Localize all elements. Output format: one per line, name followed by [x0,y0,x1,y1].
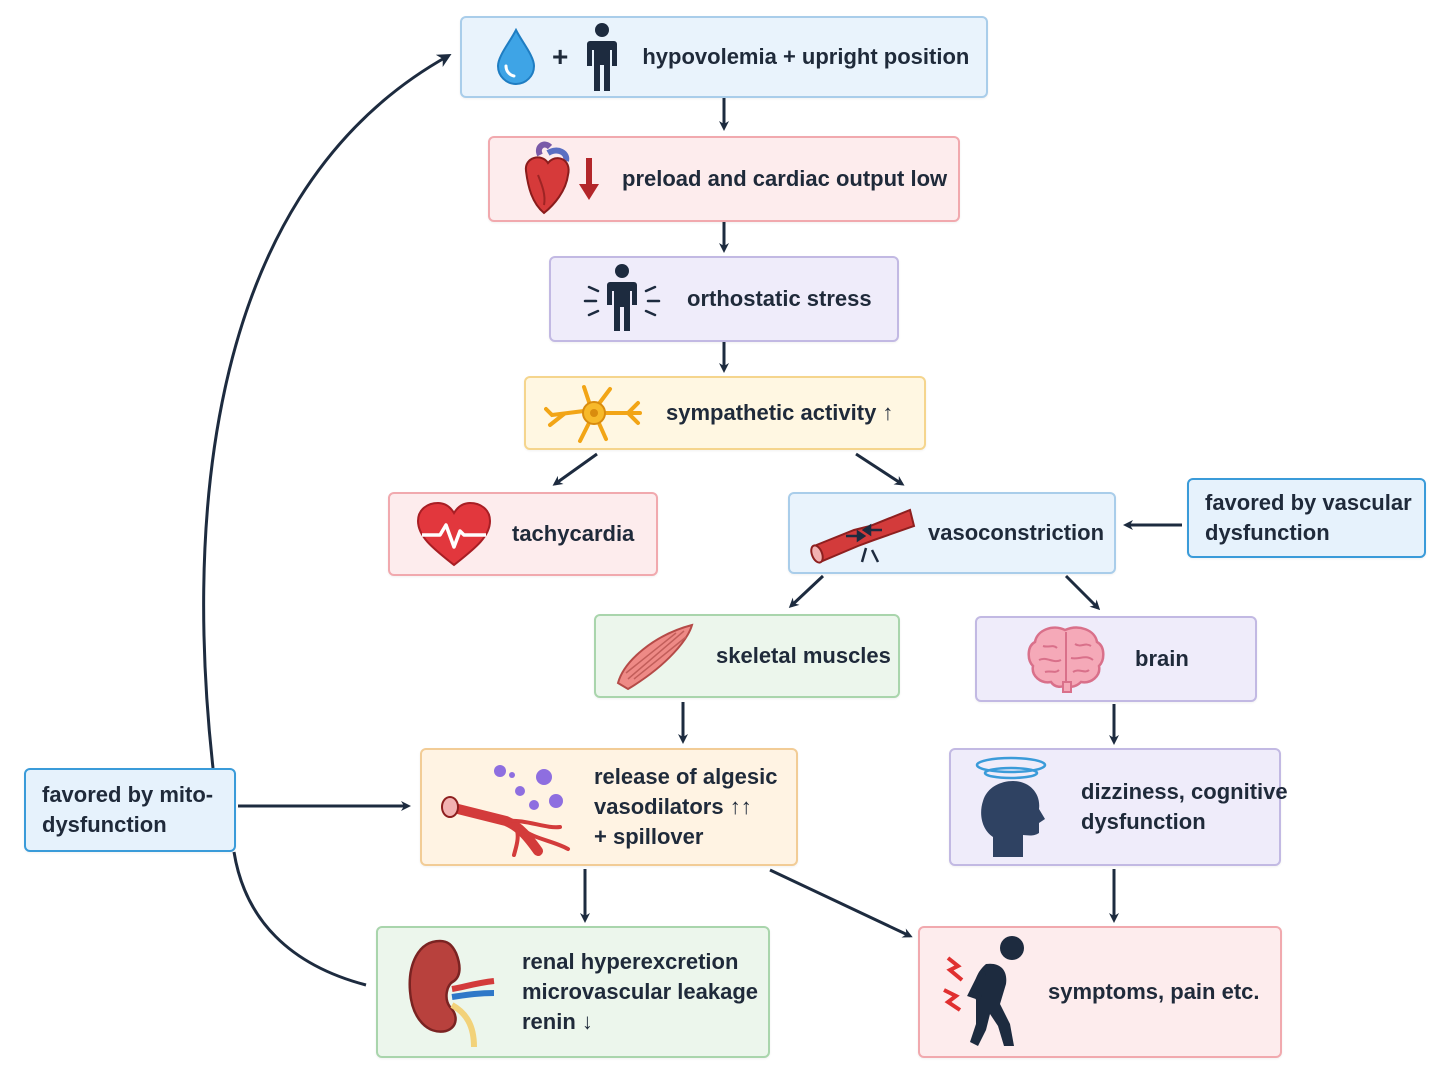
node-dizziness-line2: dysfunction [1081,809,1206,834]
note-vascular-line2: dysfunction [1205,520,1330,545]
brain-icon [1025,624,1107,694]
plus-sign: + [552,41,569,72]
node-orthostatic-label: orthostatic stress [687,286,872,311]
arrow-renal-mito [232,851,367,987]
node-dizziness-text: dizziness, cognitive dysfunction [1081,777,1288,837]
node-renal-text: renal hyperexcretion microvascular leaka… [522,947,758,1037]
node-skeletal-muscles-label: skeletal muscles [716,643,891,668]
node-release-text: release of algesic vasodilators ↑↑ + spi… [594,762,777,852]
node-hypovolemia: + hypovolemia + upright position [460,16,988,98]
node-renal-line3: renin ↓ [522,1009,593,1034]
node-renal: renal hyperexcretion microvascular leaka… [376,926,770,1058]
node-hypovolemia-label: hypovolemia + upright position [642,44,970,69]
heartbeat-icon [416,501,492,567]
node-tachycardia: tachycardia [388,492,658,576]
arrow-sympathetic-vasoconstriction [855,452,905,486]
note-mito-line1: favored by mito- [42,782,214,807]
node-skeletal-muscles: skeletal muscles [594,614,900,698]
person-standing-icon [582,21,622,93]
heart-icon [518,141,574,217]
down-arrow-icon [578,156,600,202]
note-mito-dysfunction: favored by mito- dysfunction [24,768,236,852]
node-symptoms-label: symptoms, pain etc. [1048,979,1260,1004]
node-brain-label: brain [1135,646,1189,671]
node-sympathetic-label: sympathetic activity ↑ [666,400,894,425]
node-tachycardia-label: tachycardia [512,521,635,546]
node-release-line1: release of algesic [594,764,778,789]
arrow-sympathetic-tachycardia [552,452,598,486]
water-drop-icon [494,28,538,86]
vessel-molecules-icon [436,757,582,857]
node-brain: brain [975,616,1257,702]
node-orthostatic: orthostatic stress [549,256,899,342]
arrow-vaso-skeletal [788,574,825,609]
pain-person-icon [934,934,1034,1050]
node-release: release of algesic vasodilators ↑↑ + spi… [420,748,798,866]
arrow-feedback-loop [202,54,452,769]
note-mito-line2: dysfunction [42,812,167,837]
node-renal-line1: renal hyperexcretion [522,949,739,974]
neuron-icon [544,381,644,445]
kidney-icon [404,935,500,1049]
node-release-line2: vasodilators ↑↑ [594,794,752,819]
node-vasoconstriction-label: vasoconstriction [928,520,1105,545]
node-symptoms: symptoms, pain etc. [918,926,1282,1058]
node-sympathetic: sympathetic activity ↑ [524,376,926,450]
node-preload: preload and cardiac output low [488,136,960,222]
node-renal-line2: microvascular leakage [522,979,759,1004]
node-preload-label: preload and cardiac output low [622,166,948,191]
constricted-vessel-icon [808,500,918,566]
arrow-vaso-brain [1064,574,1101,611]
dizzy-head-icon [973,753,1053,861]
node-dizziness-line1: dizziness, cognitive [1081,779,1288,804]
person-stress-icon [581,261,663,337]
node-release-line3: + spillover [594,824,704,849]
note-vascular-dysfunction: favored by vascular dysfunction [1187,478,1426,558]
node-dizziness: dizziness, cognitive dysfunction [949,748,1288,866]
muscle-icon [614,621,698,691]
note-vascular-line1: favored by vascular [1205,490,1412,515]
node-vasoconstriction: vasoconstriction [788,492,1116,574]
arrow-release-symptoms [769,868,913,938]
